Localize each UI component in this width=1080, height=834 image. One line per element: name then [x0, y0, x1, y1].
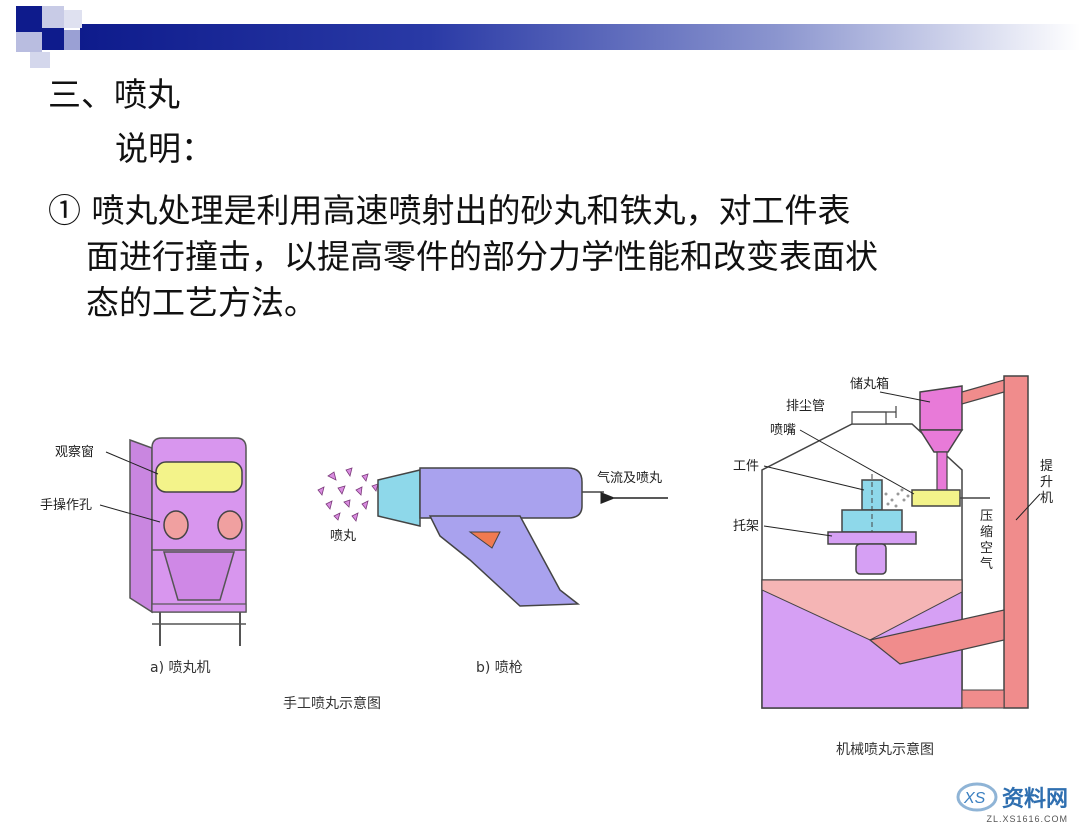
label-nozzle: 喷嘴: [770, 423, 796, 438]
label-observation-window: 观察窗: [55, 444, 94, 460]
svg-text:提: 提: [1040, 458, 1053, 474]
label-bracket: 托架: [733, 519, 759, 534]
svg-text:气: 气: [980, 556, 993, 572]
mechanical-peening-machine: [761, 375, 1029, 709]
watermark-brand: 资料网: [1001, 787, 1068, 812]
paragraph-line-3: 态的工艺方法。: [86, 283, 317, 322]
peening-cabinet: [129, 437, 247, 646]
svg-text:压: 压: [980, 509, 993, 524]
hand-hole-right: [217, 510, 243, 540]
header-square-4: [42, 28, 64, 50]
slide-title: 三、喷丸: [48, 75, 180, 114]
svg-text:空: 空: [980, 541, 993, 556]
label-dust-pipe: 排尘管: [786, 399, 825, 414]
observation-window: [155, 461, 243, 493]
shot-particles: [317, 467, 379, 522]
watermark-url: ZL.XS1616.COM: [986, 814, 1068, 824]
header-square-1: [16, 6, 42, 32]
header-square-7: [30, 52, 50, 68]
svg-text:缩: 缩: [980, 524, 993, 540]
label-airflow: 气流及喷丸: [597, 470, 662, 486]
shot-peening-diagrams: 观察窗 手操作孔 喷丸 气流及喷丸 a) 喷丸机 b) 喷枪 手工喷丸示意图: [40, 375, 1053, 758]
label-workpiece: 工件: [733, 459, 759, 474]
label-hopper: 储丸箱: [850, 376, 889, 392]
caption-manual-peening: 手工喷丸示意图: [283, 695, 381, 712]
hand-hole-left: [163, 510, 189, 540]
paragraph-line-2: 面进行撞击，以提高零件的部分力学性能和改变表面状: [86, 237, 878, 276]
slide-paragraph: ① 喷丸处理是利用高速喷射出的砂丸和铁丸，对工件表 面进行撞击，以提高零件的部分…: [48, 188, 1008, 326]
label-hand-hole: 手操作孔: [40, 497, 92, 513]
label-lift: 提 升 机: [1040, 458, 1053, 506]
caption-mechanical-peening: 机械喷丸示意图: [836, 741, 934, 758]
slide-subtitle: 说明：: [115, 129, 214, 168]
watermark-logo-icon: XS: [956, 782, 998, 812]
label-compressed-air: 压 缩 空 气: [980, 509, 993, 572]
svg-text:升: 升: [1040, 475, 1053, 490]
header-square-3: [64, 10, 82, 28]
header-square-6: [64, 30, 80, 50]
header-bar: [80, 24, 1080, 50]
svg-text:XS: XS: [963, 790, 986, 807]
svg-text:机: 机: [1040, 491, 1053, 506]
header-square-5: [16, 32, 42, 52]
caption-peening-machine: a) 喷丸机: [150, 660, 211, 676]
paragraph-line-1: ① 喷丸处理是利用高速喷射出的砂丸和铁丸，对工件表: [48, 191, 851, 230]
label-shot: 喷丸: [330, 529, 356, 544]
watermark: XS 资料网 ZL.XS1616.COM: [956, 780, 1068, 824]
header-square-2: [42, 6, 64, 28]
spray-gun: [317, 467, 604, 607]
caption-spray-gun: b) 喷枪: [476, 659, 523, 676]
